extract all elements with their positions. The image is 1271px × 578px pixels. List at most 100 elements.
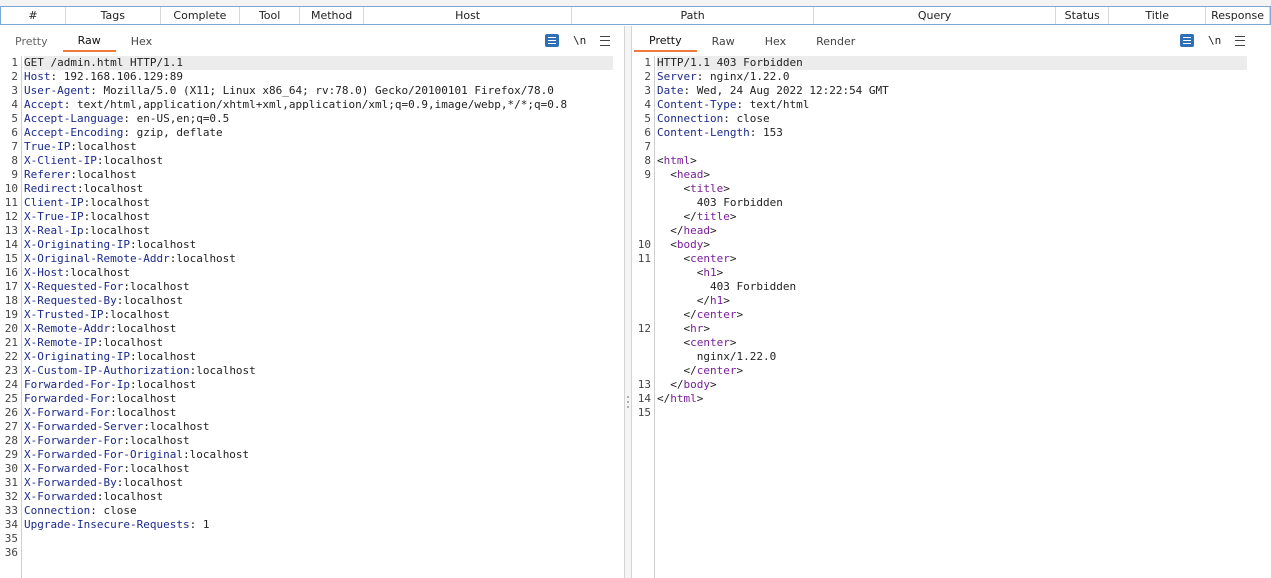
header-value: :localhost — [143, 420, 210, 433]
text-token: > — [710, 224, 717, 237]
html-tag-name: html — [663, 154, 691, 167]
text-token: < — [657, 182, 691, 195]
html-tag-name: html — [670, 392, 697, 405]
line-number: 26 — [4, 406, 18, 419]
column-header[interactable]: Complete — [161, 7, 241, 24]
header-name: X-Host — [24, 266, 64, 279]
column-header[interactable]: Tags — [66, 7, 161, 24]
line-number: 3 — [644, 84, 651, 97]
line-number: 15 — [4, 252, 18, 265]
tab-hex[interactable]: Hex — [130, 35, 153, 48]
column-header[interactable]: Method — [300, 7, 365, 24]
line-number — [632, 350, 651, 364]
line-number: 10 — [637, 238, 651, 251]
menu-icon[interactable] — [600, 35, 611, 46]
text-token: </ — [657, 224, 684, 237]
tab-raw[interactable]: Raw — [62, 26, 116, 52]
line-number — [632, 182, 651, 196]
header-value: :localhost — [83, 210, 150, 223]
request-line: Forwarded-For-Ip:localhost — [24, 378, 196, 392]
tab-raw[interactable]: Raw — [711, 35, 735, 48]
request-line: X-Remote-Addr:localhost — [24, 322, 176, 336]
html-tag-name: head — [683, 224, 711, 237]
header-value: :localhost — [129, 378, 197, 391]
line-number: 21 — [4, 336, 18, 349]
header-value: :localhost — [96, 490, 164, 503]
line-number: 7 — [11, 140, 18, 153]
line-number — [632, 196, 651, 210]
text-token: > — [729, 336, 737, 349]
header-value: :localhost — [103, 308, 170, 321]
column-header[interactable]: Response — [1206, 7, 1271, 24]
request-line: Accept: text/html,application/xhtml+xml,… — [24, 98, 567, 112]
html-tag-name: h1 — [703, 266, 717, 279]
menu-icon[interactable] — [1235, 35, 1246, 46]
tab-hex[interactable]: Hex — [764, 35, 787, 48]
header-name: X-Requested-By — [24, 294, 117, 307]
request-line: X-Real-Ip:localhost — [24, 224, 150, 238]
response-line: <body> — [657, 238, 710, 252]
header-name: X-Remote-IP — [24, 336, 97, 349]
request-line: Accept-Encoding: gzip, deflate — [24, 126, 223, 140]
text-token: < — [657, 168, 677, 181]
tab-pretty[interactable]: Pretty — [15, 35, 48, 48]
line-number — [632, 308, 651, 322]
response-line: </body> — [657, 378, 716, 392]
newline-toggle-button[interactable]: \n — [573, 34, 587, 47]
line-gutter — [632, 56, 655, 578]
request-line: X-Requested-For:localhost — [24, 280, 190, 294]
line-number: 1 — [644, 56, 651, 69]
line-number: 20 — [4, 322, 18, 335]
response-line: Server: nginx/1.22.0 — [657, 70, 789, 84]
header-value: : gzip, deflate — [123, 126, 223, 139]
request-line: X-Original-Remote-Addr:localhost — [24, 252, 236, 266]
tab-pretty[interactable]: Pretty — [634, 26, 697, 52]
text-token: </ — [657, 378, 684, 391]
header-value: : 192.168.106.129:89 — [50, 70, 183, 83]
tab-render[interactable]: Render — [816, 35, 856, 48]
header-name: Connection — [24, 504, 91, 517]
header-value: :localhost — [96, 336, 164, 349]
column-header[interactable]: Title — [1109, 7, 1207, 24]
line-number — [632, 336, 651, 350]
pane-splitter[interactable] — [624, 26, 632, 578]
request-line: Connection: close — [24, 504, 137, 518]
line-number: 29 — [4, 448, 18, 461]
html-tag-name: title — [696, 210, 730, 223]
header-value: :localhost — [76, 182, 144, 195]
text-token: 403 Forbidden — [657, 196, 783, 209]
line-number — [632, 224, 651, 238]
response-line: </h1> — [657, 294, 730, 308]
column-header[interactable]: Tool — [240, 7, 301, 24]
pretty-print-icon[interactable] — [545, 34, 559, 47]
header-value: : en-US,en;q=0.5 — [123, 112, 230, 125]
line-number: 31 — [4, 476, 18, 489]
pretty-print-icon[interactable] — [1180, 34, 1194, 47]
column-header[interactable]: Query — [814, 7, 1057, 24]
header-name: X-Remote-Addr — [24, 322, 111, 335]
line-number: 34 — [4, 518, 18, 531]
header-name: Redirect — [24, 182, 77, 195]
column-header[interactable]: # — [1, 7, 66, 24]
header-value: :localhost — [189, 364, 256, 377]
line-number: 28 — [4, 434, 18, 447]
text-token: < — [657, 238, 677, 251]
line-gutter — [0, 56, 22, 578]
header-name: Forwarded-For — [24, 392, 111, 405]
line-number: 7 — [644, 140, 651, 153]
text-token: > — [736, 308, 744, 321]
column-header[interactable]: Status — [1056, 7, 1110, 24]
column-header[interactable]: Path — [572, 7, 815, 24]
newline-toggle-button[interactable]: \n — [1208, 34, 1222, 47]
request-line: X-Remote-IP:localhost — [24, 336, 163, 350]
splitter-grip-dot — [627, 406, 629, 408]
html-tag-name: hr — [690, 322, 704, 335]
line-number: 5 — [644, 112, 651, 125]
text-token: > — [729, 252, 737, 265]
request-line: X-Forwarded-For:localhost — [24, 462, 190, 476]
column-header[interactable]: Host — [364, 7, 573, 24]
request-line: X-Custom-IP-Authorization:localhost — [24, 364, 256, 378]
